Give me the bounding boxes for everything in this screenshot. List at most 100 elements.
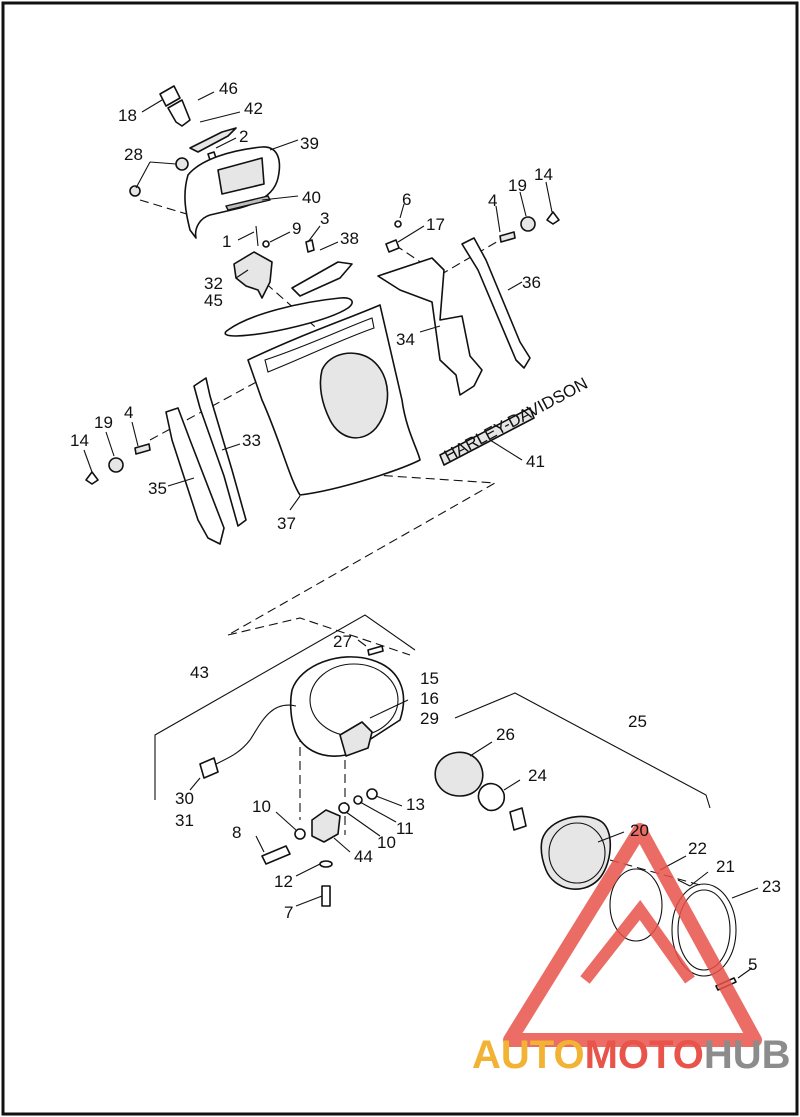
part-26-socket	[434, 751, 484, 797]
part-41-emblem	[439, 407, 535, 466]
callout-9: 9	[292, 219, 301, 238]
part-38-bracket	[291, 261, 353, 297]
callout-29: 29	[420, 709, 439, 728]
part-22-retaining-ring	[609, 868, 663, 942]
watermark-hub: HUB	[704, 1033, 791, 1077]
part-23-trim-ring	[671, 883, 737, 977]
callout-23: 23	[762, 877, 781, 896]
assembly-line	[227, 469, 497, 636]
callout-26: 26	[496, 725, 515, 744]
callout-33: 33	[242, 431, 261, 450]
callout-40: 40	[302, 188, 321, 207]
callout-30: 30	[175, 789, 194, 808]
part-20-lamp-unit	[540, 815, 612, 890]
callout-3: 3	[320, 209, 329, 228]
part-31-connector	[199, 757, 219, 779]
part-30-wiring	[209, 704, 297, 769]
part-1-screw	[255, 225, 259, 247]
callout-38: 38	[340, 229, 359, 248]
callout-21: 21	[716, 857, 735, 876]
part-35-left-bracket	[165, 407, 225, 545]
callout-2: 2	[239, 127, 248, 146]
callout-14-right: 14	[534, 165, 553, 184]
part-6-nut	[394, 220, 402, 228]
watermark-text: AUTOMOTOHUB	[472, 1033, 791, 1077]
callout-32: 32	[204, 274, 223, 293]
part-24-bulb	[477, 782, 506, 812]
callout-39: 39	[300, 134, 319, 153]
part-39-instrument-cover	[184, 146, 281, 239]
callout-19-left: 19	[94, 413, 113, 432]
callout-35: 35	[148, 479, 167, 498]
part-9-washer	[262, 240, 270, 248]
watermark-logo	[503, 823, 762, 1047]
part-44-mount-block	[311, 809, 341, 843]
part-19-bushing	[520, 216, 536, 232]
part-42-gasket	[189, 127, 237, 153]
watermark-triangle	[503, 823, 762, 1047]
callout-14-left: 14	[70, 431, 89, 450]
callout-10-right: 10	[377, 833, 396, 852]
watermark-moto: MOTO	[585, 1033, 704, 1077]
part-34-side-panel	[377, 257, 483, 396]
callout-12: 12	[274, 872, 293, 891]
callout-16: 16	[420, 689, 439, 708]
callout-27: 27	[333, 632, 352, 651]
callout-19-right: 19	[508, 176, 527, 195]
callout-1: 1	[222, 232, 231, 251]
part-28-grommet	[175, 157, 189, 171]
callout-10-left: 10	[252, 797, 271, 816]
part-7-screw	[321, 885, 331, 907]
assembly-line	[139, 199, 191, 216]
callout-7: 7	[284, 903, 293, 922]
callout-25: 25	[628, 712, 647, 731]
callout-4-right: 4	[488, 191, 497, 210]
part-46-bracket	[167, 99, 191, 127]
part-33-left-bracket	[193, 377, 247, 527]
callout-17: 17	[426, 215, 445, 234]
part-4-pin	[499, 231, 516, 243]
callout-37: 37	[277, 514, 296, 533]
callout-43: 43	[190, 663, 209, 682]
callout-22: 22	[688, 839, 707, 858]
callout-31: 31	[175, 811, 194, 830]
callout-5: 5	[748, 955, 757, 974]
part-39-display-window	[217, 157, 265, 195]
part-19-bushing	[108, 457, 124, 473]
leader-lines	[83, 91, 759, 979]
callout-4-left: 4	[124, 403, 133, 422]
part-12-washer	[319, 860, 333, 868]
callout-13: 13	[406, 795, 425, 814]
part-8-bolt	[261, 845, 291, 865]
callout-24: 24	[528, 766, 547, 785]
part-14-nut	[85, 471, 99, 485]
part-3-screw	[305, 239, 315, 253]
group-bracket-43	[154, 614, 416, 800]
part-21-clip	[677, 879, 691, 887]
trim-piece	[224, 297, 353, 337]
part-18-clip	[159, 85, 181, 107]
callout-11: 11	[396, 819, 414, 838]
callout-45: 45	[204, 291, 223, 310]
part-23-trim-ring-inner	[677, 889, 731, 971]
callout-6: 6	[402, 190, 411, 209]
part-20-lens	[548, 822, 606, 884]
callout-28: 28	[124, 145, 143, 164]
part-15-mount	[339, 721, 373, 757]
callout-18: 18	[118, 106, 137, 125]
watermark-auto: AUTO	[472, 1033, 585, 1077]
part-24-bulb-base	[509, 807, 527, 831]
part-37-upper-ridge	[264, 317, 375, 373]
part-36-right-bracket	[461, 237, 531, 369]
part-10-washer	[294, 828, 306, 840]
part-17-clip	[385, 239, 400, 253]
watermark-inner-mark	[580, 899, 695, 984]
group-bracket-25	[454, 692, 711, 809]
part-28-grommet	[129, 185, 141, 197]
part-37-headlamp-opening	[319, 352, 389, 439]
part-14-nut	[546, 211, 560, 225]
callout-34: 34	[396, 330, 415, 349]
